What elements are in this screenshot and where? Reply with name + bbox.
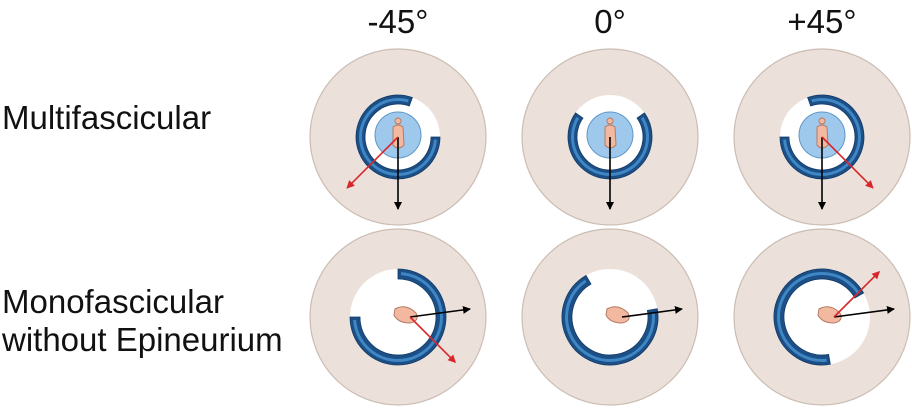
cuff-ring — [561, 274, 659, 366]
panel-multifascicular-1 — [521, 48, 699, 226]
row-label-multifascicular: Multifascicular — [2, 99, 212, 136]
red-arrow — [833, 271, 880, 318]
panel-multifascicular-0 — [309, 48, 487, 226]
red-arrow — [409, 316, 456, 363]
electrode-tip — [818, 117, 826, 125]
row-label-without-epineurium: without Epineurium — [2, 321, 283, 358]
cuff-ring — [779, 94, 865, 180]
column-header-0: 0° — [594, 3, 626, 40]
red-arrow — [821, 136, 874, 189]
column-header-plus45: +45° — [787, 3, 857, 40]
black-arrow — [621, 305, 683, 318]
electrode-tip — [606, 117, 614, 125]
black-arrow — [833, 305, 895, 318]
electrode — [605, 306, 630, 324]
black-arrow — [409, 305, 471, 318]
electrode — [817, 306, 842, 324]
red-arrow — [346, 136, 399, 189]
panel-multifascicular-2 — [733, 48, 911, 226]
panel-monofascicular-2 — [733, 228, 911, 406]
electrode — [604, 124, 617, 149]
row-label-monofascicular: Monofascicular — [2, 283, 224, 320]
electrode — [392, 124, 405, 149]
cuff-ring — [567, 112, 653, 180]
electrode-tip — [394, 117, 402, 125]
cuff-ring — [773, 268, 865, 366]
panel-monofascicular-0 — [309, 228, 487, 406]
column-header-minus45: -45° — [367, 3, 429, 40]
panel-monofascicular-1 — [521, 228, 699, 406]
